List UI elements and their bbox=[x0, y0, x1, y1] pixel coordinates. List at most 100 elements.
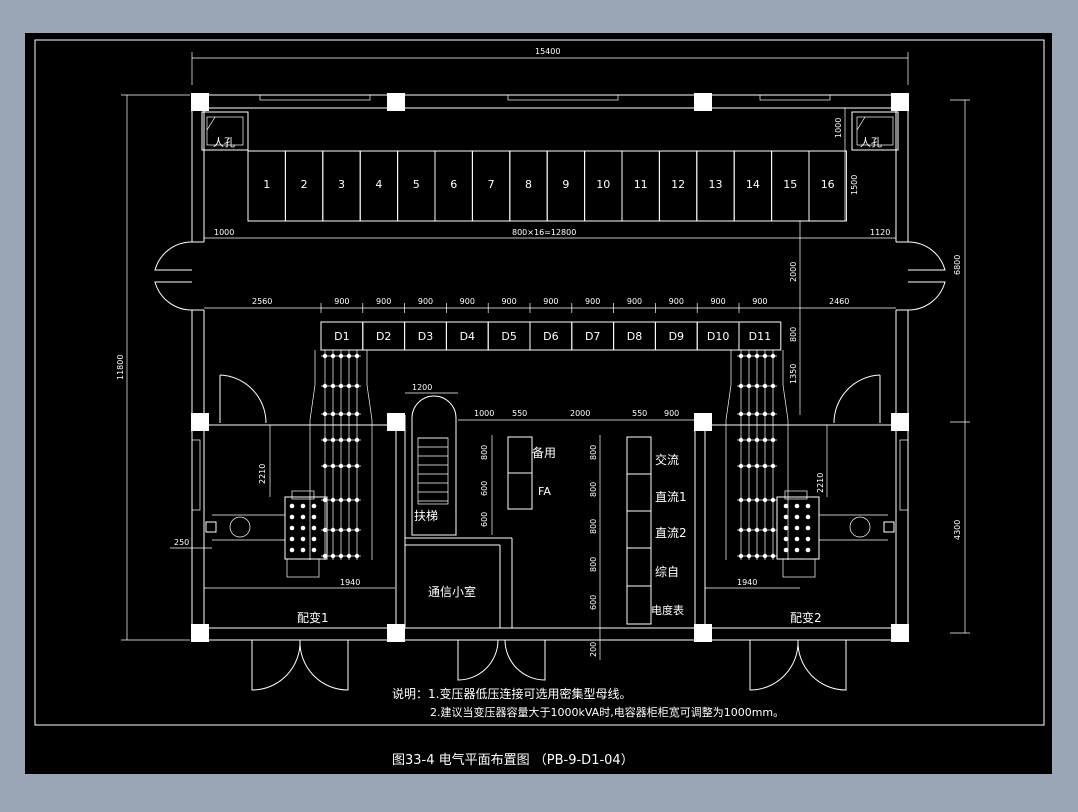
dim-spare-800: 800 bbox=[480, 445, 489, 460]
d-panel-label-D9: D9 bbox=[669, 330, 684, 343]
column-5 bbox=[191, 413, 209, 431]
d-panel-label-D8: D8 bbox=[627, 330, 642, 343]
dc2-label: 直流2 bbox=[655, 526, 687, 540]
dim-d-unit-3: 900 bbox=[418, 297, 433, 306]
drawing-sheet bbox=[25, 33, 1052, 774]
dim-d-1350: 1350 bbox=[789, 364, 798, 384]
transformer-1: 配变1 bbox=[205, 490, 329, 625]
d-panel-label-D7: D7 bbox=[585, 330, 600, 343]
dim-t2-2210: 2210 bbox=[816, 473, 825, 493]
meter-label: 电度表 bbox=[651, 603, 684, 617]
column-3 bbox=[694, 93, 712, 111]
d-panel-label-D2: D2 bbox=[376, 330, 391, 343]
side-doors bbox=[154, 241, 946, 424]
structural-columns bbox=[191, 93, 909, 642]
dim-t2-1940: 1940 bbox=[737, 578, 757, 587]
dim-cab-800b: 800 bbox=[589, 482, 598, 497]
dim-d-unit-2: 900 bbox=[376, 297, 391, 306]
note-2: 2.建议当变压器容量大于1000kVA时,电容器柜柜宽可调整为1000mm。 bbox=[430, 705, 784, 719]
dim-d-unit-11: 900 bbox=[752, 297, 767, 306]
column-6 bbox=[387, 413, 405, 431]
trans2-label: 配变2 bbox=[790, 610, 822, 625]
column-4 bbox=[891, 93, 909, 111]
column-2 bbox=[387, 93, 405, 111]
comm-room-label: 通信小室 bbox=[428, 584, 476, 599]
dim-panel-row: 800×16=12800 bbox=[512, 228, 576, 237]
dim-top-1000: 1000 bbox=[834, 118, 843, 138]
dim-top-1500: 1500 bbox=[850, 175, 859, 195]
dim-cab-800c: 800 bbox=[589, 519, 598, 534]
ac-label: 交流 bbox=[655, 452, 679, 467]
spare-cabinet: 备用 FA bbox=[507, 436, 556, 510]
dim-mid-2000: 2000 bbox=[570, 409, 590, 418]
dim-t1-2210: 2210 bbox=[258, 464, 267, 484]
dim-d-left: 2560 bbox=[252, 297, 272, 306]
manhole-left-label: 人孔 bbox=[213, 136, 235, 149]
dim-mid-550b: 550 bbox=[632, 409, 647, 418]
panel-label-3: 3 bbox=[338, 178, 345, 191]
trans1-label: 配变1 bbox=[297, 610, 329, 625]
d-panel-label-D3: D3 bbox=[418, 330, 433, 343]
dim-spare-600a: 600 bbox=[480, 481, 489, 496]
transformer-2: 配变2 bbox=[776, 490, 895, 625]
panel-label-14: 14 bbox=[746, 178, 760, 191]
dim-mid-900: 900 bbox=[664, 409, 679, 418]
column-9 bbox=[191, 624, 209, 642]
panel-label-15: 15 bbox=[783, 178, 797, 191]
dim-cab-200: 200 bbox=[589, 642, 598, 657]
panel-label-7: 7 bbox=[488, 178, 495, 191]
d-panel-label-D6: D6 bbox=[543, 330, 558, 343]
dim-cab-800a: 800 bbox=[589, 445, 598, 460]
panel-label-1: 1 bbox=[263, 178, 270, 191]
stair: 扶梯 bbox=[411, 395, 457, 536]
d-panel-label-D5: D5 bbox=[501, 330, 516, 343]
column-1 bbox=[191, 93, 209, 111]
panel-label-12: 12 bbox=[671, 178, 685, 191]
control-cabinets: 交流 直流1 直流2 综自 电度表 bbox=[626, 436, 687, 625]
dim-t1-250: 250 bbox=[174, 538, 189, 547]
dim-d-unit-7: 900 bbox=[585, 297, 600, 306]
dim-right-bottom: 4300 bbox=[953, 520, 962, 540]
spare-label: 备用 bbox=[532, 446, 556, 460]
building-walls bbox=[191, 94, 909, 641]
manhole-right: 人孔 bbox=[851, 111, 899, 151]
column-10 bbox=[387, 624, 405, 642]
dim-d-unit-8: 900 bbox=[627, 297, 642, 306]
manhole-left: 人孔 bbox=[201, 111, 249, 151]
panel-label-8: 8 bbox=[525, 178, 532, 191]
drawing-caption: 图33-4 电气平面布置图 （PB-9-D1-04） bbox=[392, 752, 634, 768]
dim-d-unit-1: 900 bbox=[334, 297, 349, 306]
column-11 bbox=[694, 624, 712, 642]
bus-ducts bbox=[309, 350, 789, 560]
panel-label-10: 10 bbox=[596, 178, 610, 191]
dim-right-top: 6800 bbox=[953, 255, 962, 275]
dim-cab-600: 600 bbox=[589, 595, 598, 610]
column-12 bbox=[891, 624, 909, 642]
dim-gap-2000: 2000 bbox=[789, 262, 798, 282]
drawing-frame bbox=[34, 39, 1045, 726]
d-panel-D11 bbox=[738, 321, 782, 351]
fa-label: FA bbox=[538, 485, 551, 498]
d-panel-label-D10: D10 bbox=[707, 330, 729, 343]
bottom-doors bbox=[251, 639, 847, 691]
bus-casing-2 bbox=[725, 350, 789, 560]
dim-left-1000: 1000 bbox=[214, 228, 234, 237]
column-7 bbox=[694, 413, 712, 431]
panel-label-11: 11 bbox=[634, 178, 648, 191]
dim-d-unit-6: 900 bbox=[543, 297, 558, 306]
dim-total-height: 11800 bbox=[116, 355, 125, 380]
dc1-label: 直流1 bbox=[655, 490, 687, 504]
dim-t1-1940: 1940 bbox=[340, 578, 360, 587]
dim-d-right: 2460 bbox=[829, 297, 849, 306]
stair-label: 扶梯 bbox=[414, 508, 438, 523]
panel-label-5: 5 bbox=[413, 178, 420, 191]
dim-d-unit-4: 900 bbox=[460, 297, 475, 306]
d-panel-label-D1: D1 bbox=[334, 330, 349, 343]
auto-label: 综自 bbox=[655, 565, 679, 579]
dim-right-1120: 1120 bbox=[870, 228, 890, 237]
d-panel-label-D11: D11 bbox=[749, 330, 771, 343]
